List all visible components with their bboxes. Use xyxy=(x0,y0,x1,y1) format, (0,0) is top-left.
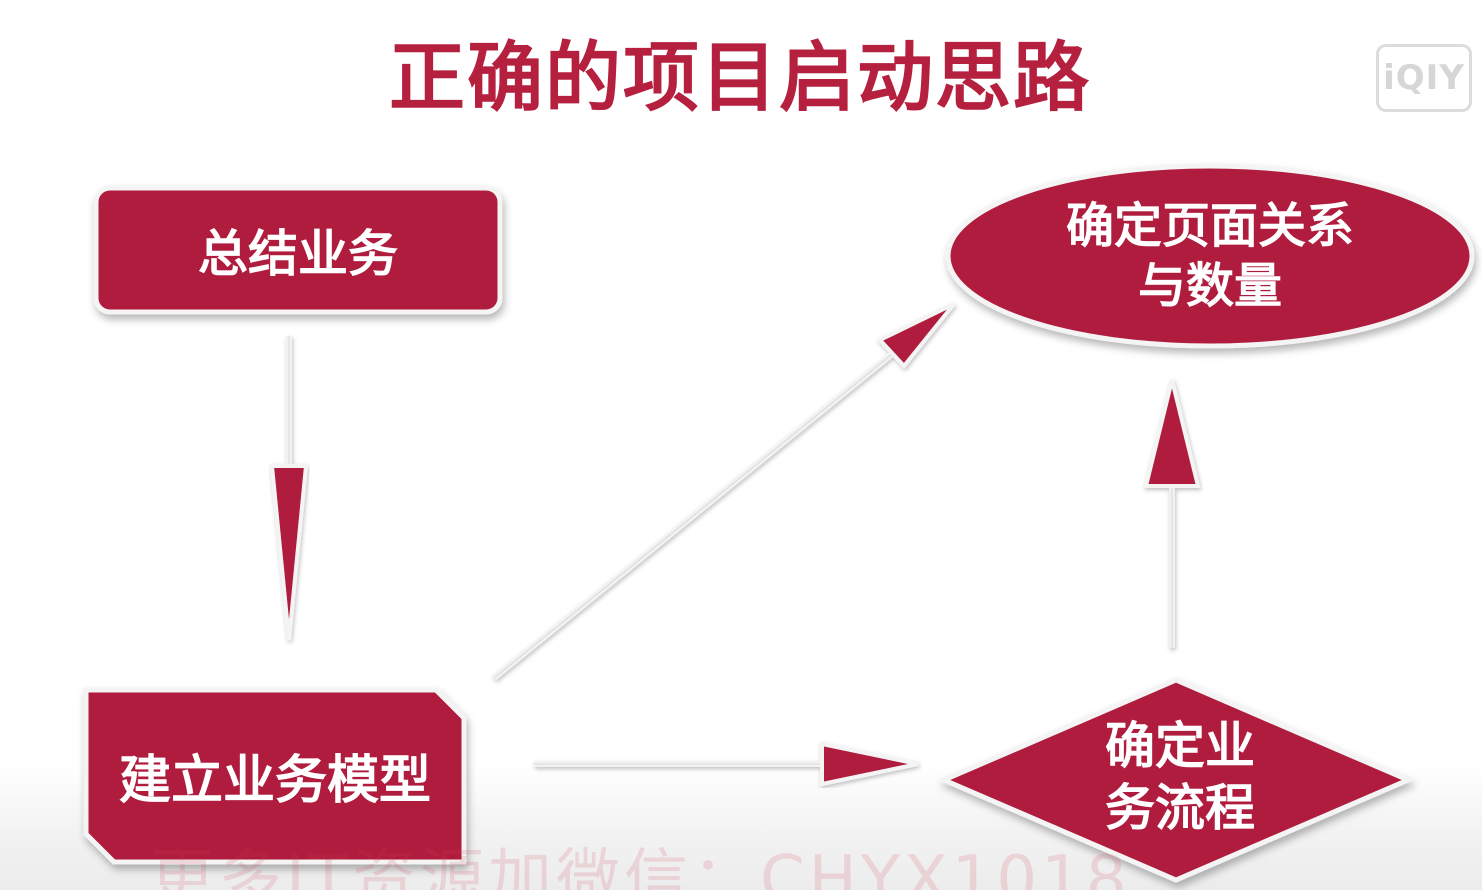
arrow-model-to-pages xyxy=(492,302,956,681)
flow-diamond xyxy=(937,677,1415,883)
watermark-text: 更多IT资源加微信：CHYX1018 xyxy=(150,843,1131,890)
summary-label: 总结业务 xyxy=(198,225,398,283)
flow-label: 确定业 务流程 xyxy=(1020,712,1340,842)
model-label: 建立业务模型 xyxy=(118,750,431,811)
arrow-model-to-flow xyxy=(534,741,919,787)
page-title: 正确的项目启动思路 xyxy=(389,33,1091,122)
arrow-flow-to-pages xyxy=(1143,379,1201,648)
flow-label-line1: 确定业 xyxy=(1105,717,1255,775)
arrow-summary-to-model xyxy=(269,336,309,641)
summary-box xyxy=(93,185,503,315)
model-box xyxy=(83,687,467,865)
pages-label-line1: 确定页面关系 xyxy=(1065,198,1354,254)
flow-label-line2: 务流程 xyxy=(1105,779,1255,837)
pages-label: 确定页面关系 与数量 xyxy=(1010,186,1410,326)
iqiyi-logo-icon: iQIY xyxy=(1376,44,1472,112)
pages-ellipse xyxy=(945,163,1475,349)
pages-label-line2: 与数量 xyxy=(1137,258,1282,314)
